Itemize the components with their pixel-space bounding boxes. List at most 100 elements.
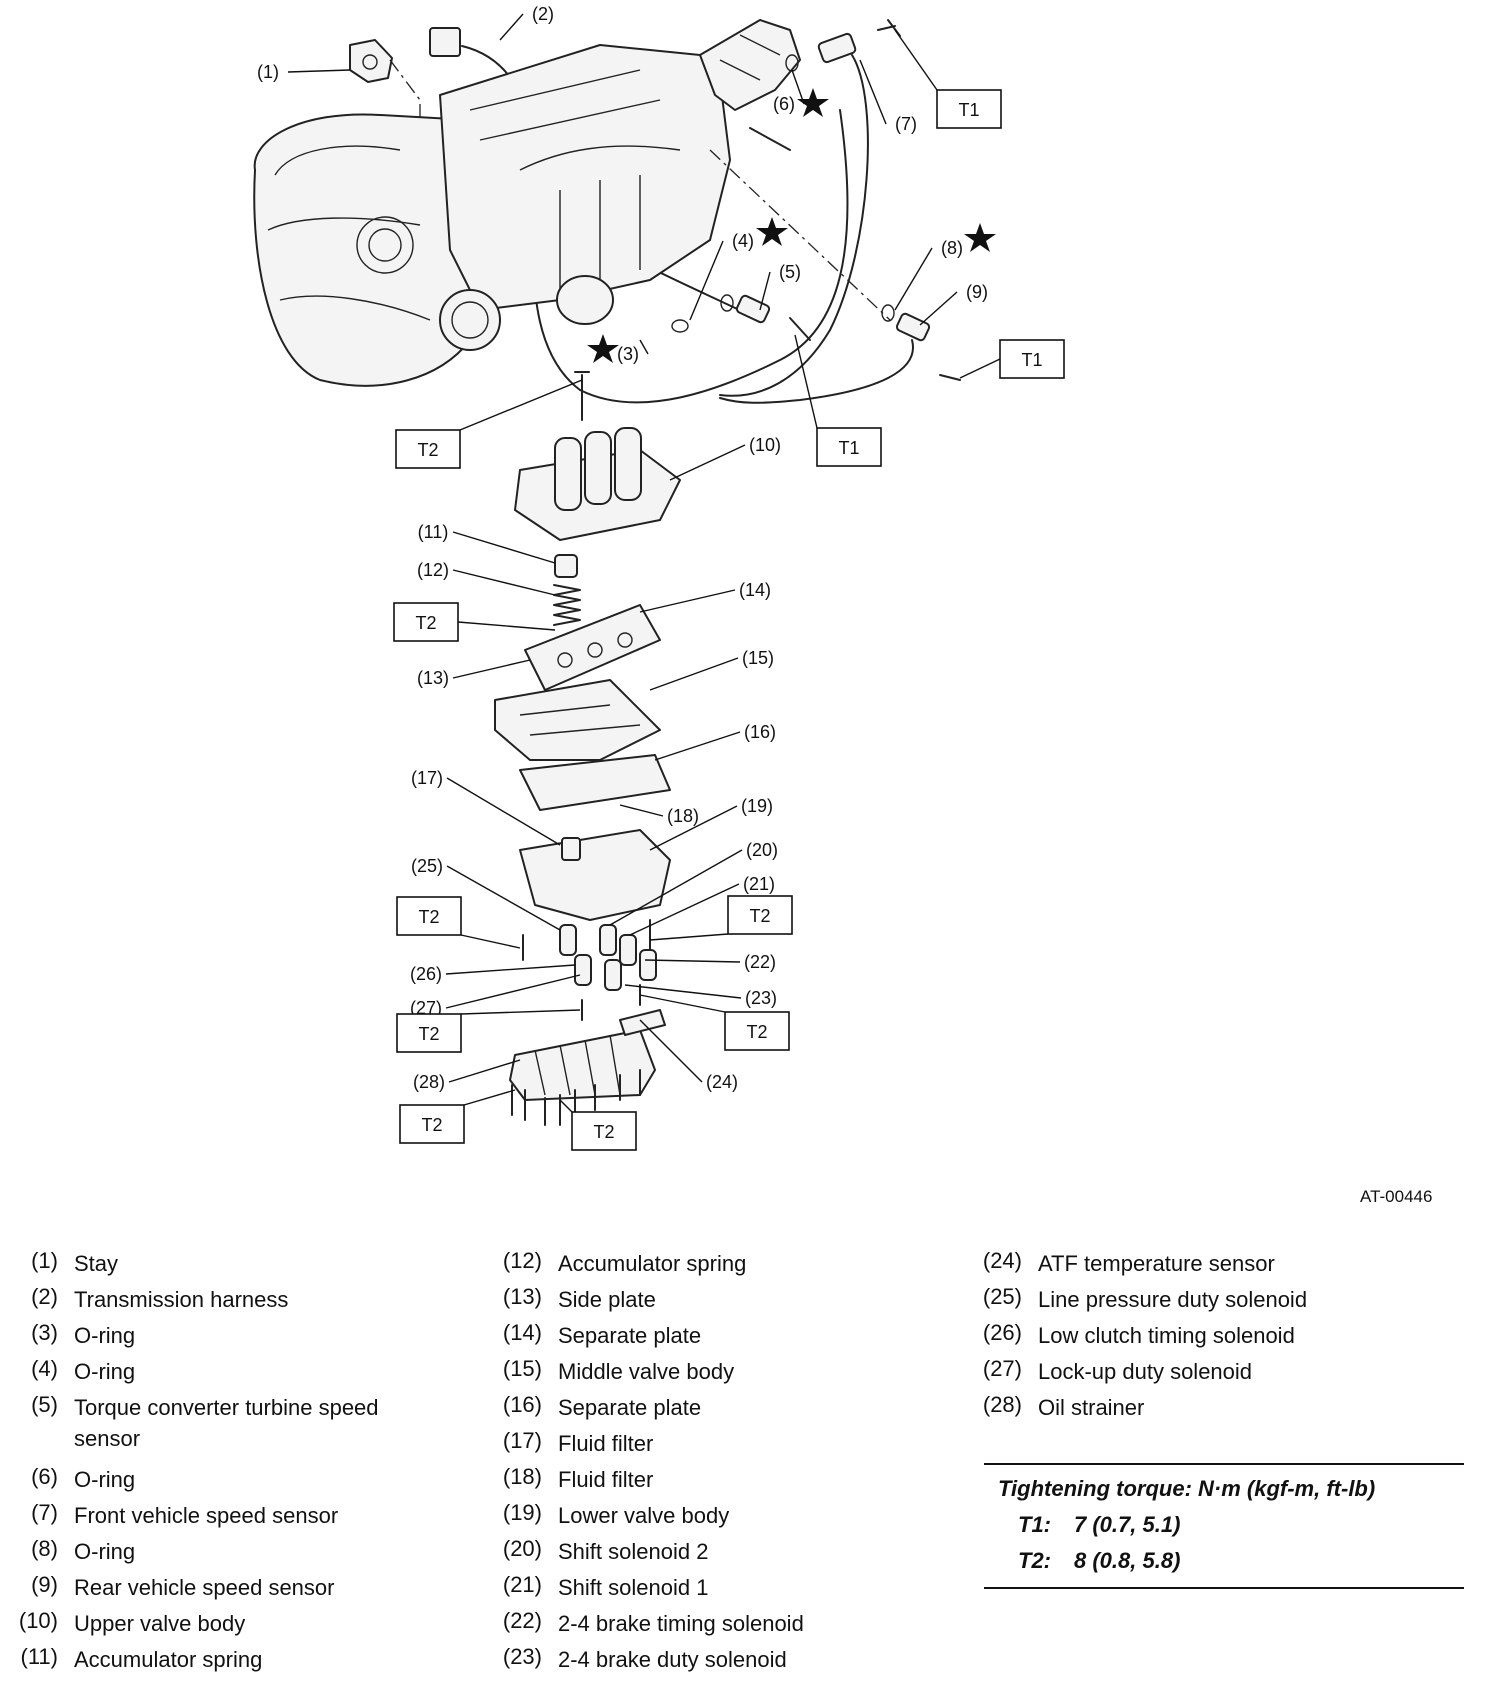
legend-number: (8) <box>31 1536 58 1561</box>
turbine-speed-sensor <box>735 294 771 324</box>
torque-row-t1: T1: 7 (0.7, 5.1) <box>984 1507 1464 1543</box>
torque-tag: T1 <box>894 29 1002 129</box>
legend-text: 2-4 brake timing solenoid <box>558 1611 804 1636</box>
front-diff-bearing <box>439 289 501 351</box>
leader-line <box>639 339 649 355</box>
leader-line <box>452 659 531 679</box>
torque-tag: T2 <box>639 994 790 1051</box>
legend-text: Separate plate <box>558 1323 702 1348</box>
legend-text: Oil strainer <box>1038 1395 1145 1420</box>
part-callout: (12) <box>417 560 449 580</box>
legend-text: Accumulator spring <box>74 1647 263 1672</box>
part-callout: (18) <box>667 806 699 826</box>
legend-number: (18) <box>502 1464 542 1489</box>
legend-number: (7) <box>31 1500 58 1525</box>
legend-number: (10) <box>18 1608 58 1633</box>
legend-number: (21) <box>502 1572 542 1597</box>
part-callout: (14) <box>739 580 771 600</box>
part-callout: (25) <box>411 856 443 876</box>
legend-text: Fluid filter <box>558 1467 654 1492</box>
harness-connector <box>429 27 461 57</box>
main-case <box>439 44 731 311</box>
torque-tag: T2 <box>393 602 556 642</box>
legend-number: (6) <box>31 1464 58 1489</box>
leader-line <box>639 1019 703 1083</box>
torque-tag-label: T1 <box>958 100 979 120</box>
part-callout: (24) <box>706 1072 738 1092</box>
torque-key: T2: <box>1018 1548 1051 1573</box>
torque-tag-label: T2 <box>418 1024 439 1044</box>
legend-number: (23) <box>502 1644 542 1669</box>
legend-number: (5) <box>31 1392 58 1417</box>
filter-can <box>556 275 614 325</box>
legend-number: (16) <box>502 1392 542 1417</box>
torque-tag-label: T2 <box>421 1115 442 1135</box>
part-callout: (1) <box>257 62 279 82</box>
legend-number: (20) <box>502 1536 542 1561</box>
legend-text: Lock-up duty solenoid <box>1038 1359 1253 1384</box>
leader-line <box>448 1059 521 1083</box>
legend-number: (13) <box>502 1284 542 1309</box>
torque-tag: T2 <box>399 1089 516 1144</box>
torque-tag: T1 <box>959 339 1065 379</box>
part-callout: (28) <box>413 1072 445 1092</box>
extension-housing <box>699 19 801 111</box>
torque-key: T1: <box>1018 1512 1051 1537</box>
legend-text: Shift solenoid 2 <box>558 1539 709 1564</box>
leader-line <box>894 247 933 311</box>
part-callout: (10) <box>749 435 781 455</box>
legend-text: Separate plate <box>558 1395 702 1420</box>
legend-number: (4) <box>31 1356 58 1381</box>
leader-line <box>287 69 351 73</box>
legend-text: Transmission harness <box>74 1287 289 1312</box>
legend-text: Fluid filter <box>558 1431 654 1456</box>
parts-legend: (1)Stay(2)Transmission harness(3)O-ring(… <box>0 1248 1504 1688</box>
rear-vehicle-speed-sensor <box>719 312 931 404</box>
accumulator-cap <box>554 554 578 578</box>
legend-number: (14) <box>502 1320 542 1345</box>
leader-line <box>446 777 561 846</box>
legend-number: (26) <box>982 1320 1022 1345</box>
torque-tag: T1 <box>794 334 882 467</box>
leader-line <box>445 964 576 975</box>
leader-line <box>629 883 740 936</box>
legend-number: (1) <box>31 1248 58 1273</box>
part-callout: (7) <box>895 114 917 134</box>
solenoids <box>559 924 657 991</box>
legend-number: (17) <box>502 1428 542 1453</box>
part-callout: (9) <box>966 282 988 302</box>
legend-number: (27) <box>982 1356 1022 1381</box>
star-markers <box>587 88 996 363</box>
part-callout: (11) <box>418 522 449 542</box>
legend-text: Lower valve body <box>558 1503 730 1528</box>
leader-line <box>639 589 736 613</box>
leader-line <box>689 240 724 321</box>
torque-heading: Tightening torque: N·m (kgf-m, ft-lb) <box>998 1476 1376 1501</box>
accumulator-spring <box>553 584 581 626</box>
legend-number: (2) <box>31 1284 58 1309</box>
legend-number: (19) <box>502 1500 542 1525</box>
legend-text: Rear vehicle speed sensor <box>74 1575 335 1600</box>
part-callout: (4) <box>732 231 754 251</box>
exploded-view-diagram: (1)(2)(3)(4)(5)(6)(7)(8)(9)(10)(11)(12)(… <box>253 4 1065 1151</box>
torque-tag: T2 <box>396 1009 581 1053</box>
part-callout: (3) <box>617 344 639 364</box>
torque-tag-label: T2 <box>418 907 439 927</box>
legend-number: (28) <box>982 1392 1022 1417</box>
legend-number: (22) <box>502 1608 542 1633</box>
drawing-code: AT-00446 <box>1360 1187 1433 1206</box>
legend-text: O-ring <box>74 1539 136 1564</box>
part-callout: (17) <box>411 768 443 788</box>
leader-line <box>446 865 561 931</box>
torque-tag-label: T1 <box>838 438 859 458</box>
legend-text: Low clutch timing solenoid <box>1038 1323 1295 1348</box>
leader-line <box>669 444 746 481</box>
legend-text: 2-4 brake duty solenoid <box>558 1647 787 1672</box>
legend-text: Torque converter turbine speed sensor <box>74 1395 379 1451</box>
leader-line <box>791 69 805 105</box>
leader-line <box>609 849 743 926</box>
oil-strainer <box>509 1029 656 1101</box>
leader-line <box>759 271 771 311</box>
legend-text: Side plate <box>558 1287 656 1312</box>
leader-line <box>649 657 739 691</box>
